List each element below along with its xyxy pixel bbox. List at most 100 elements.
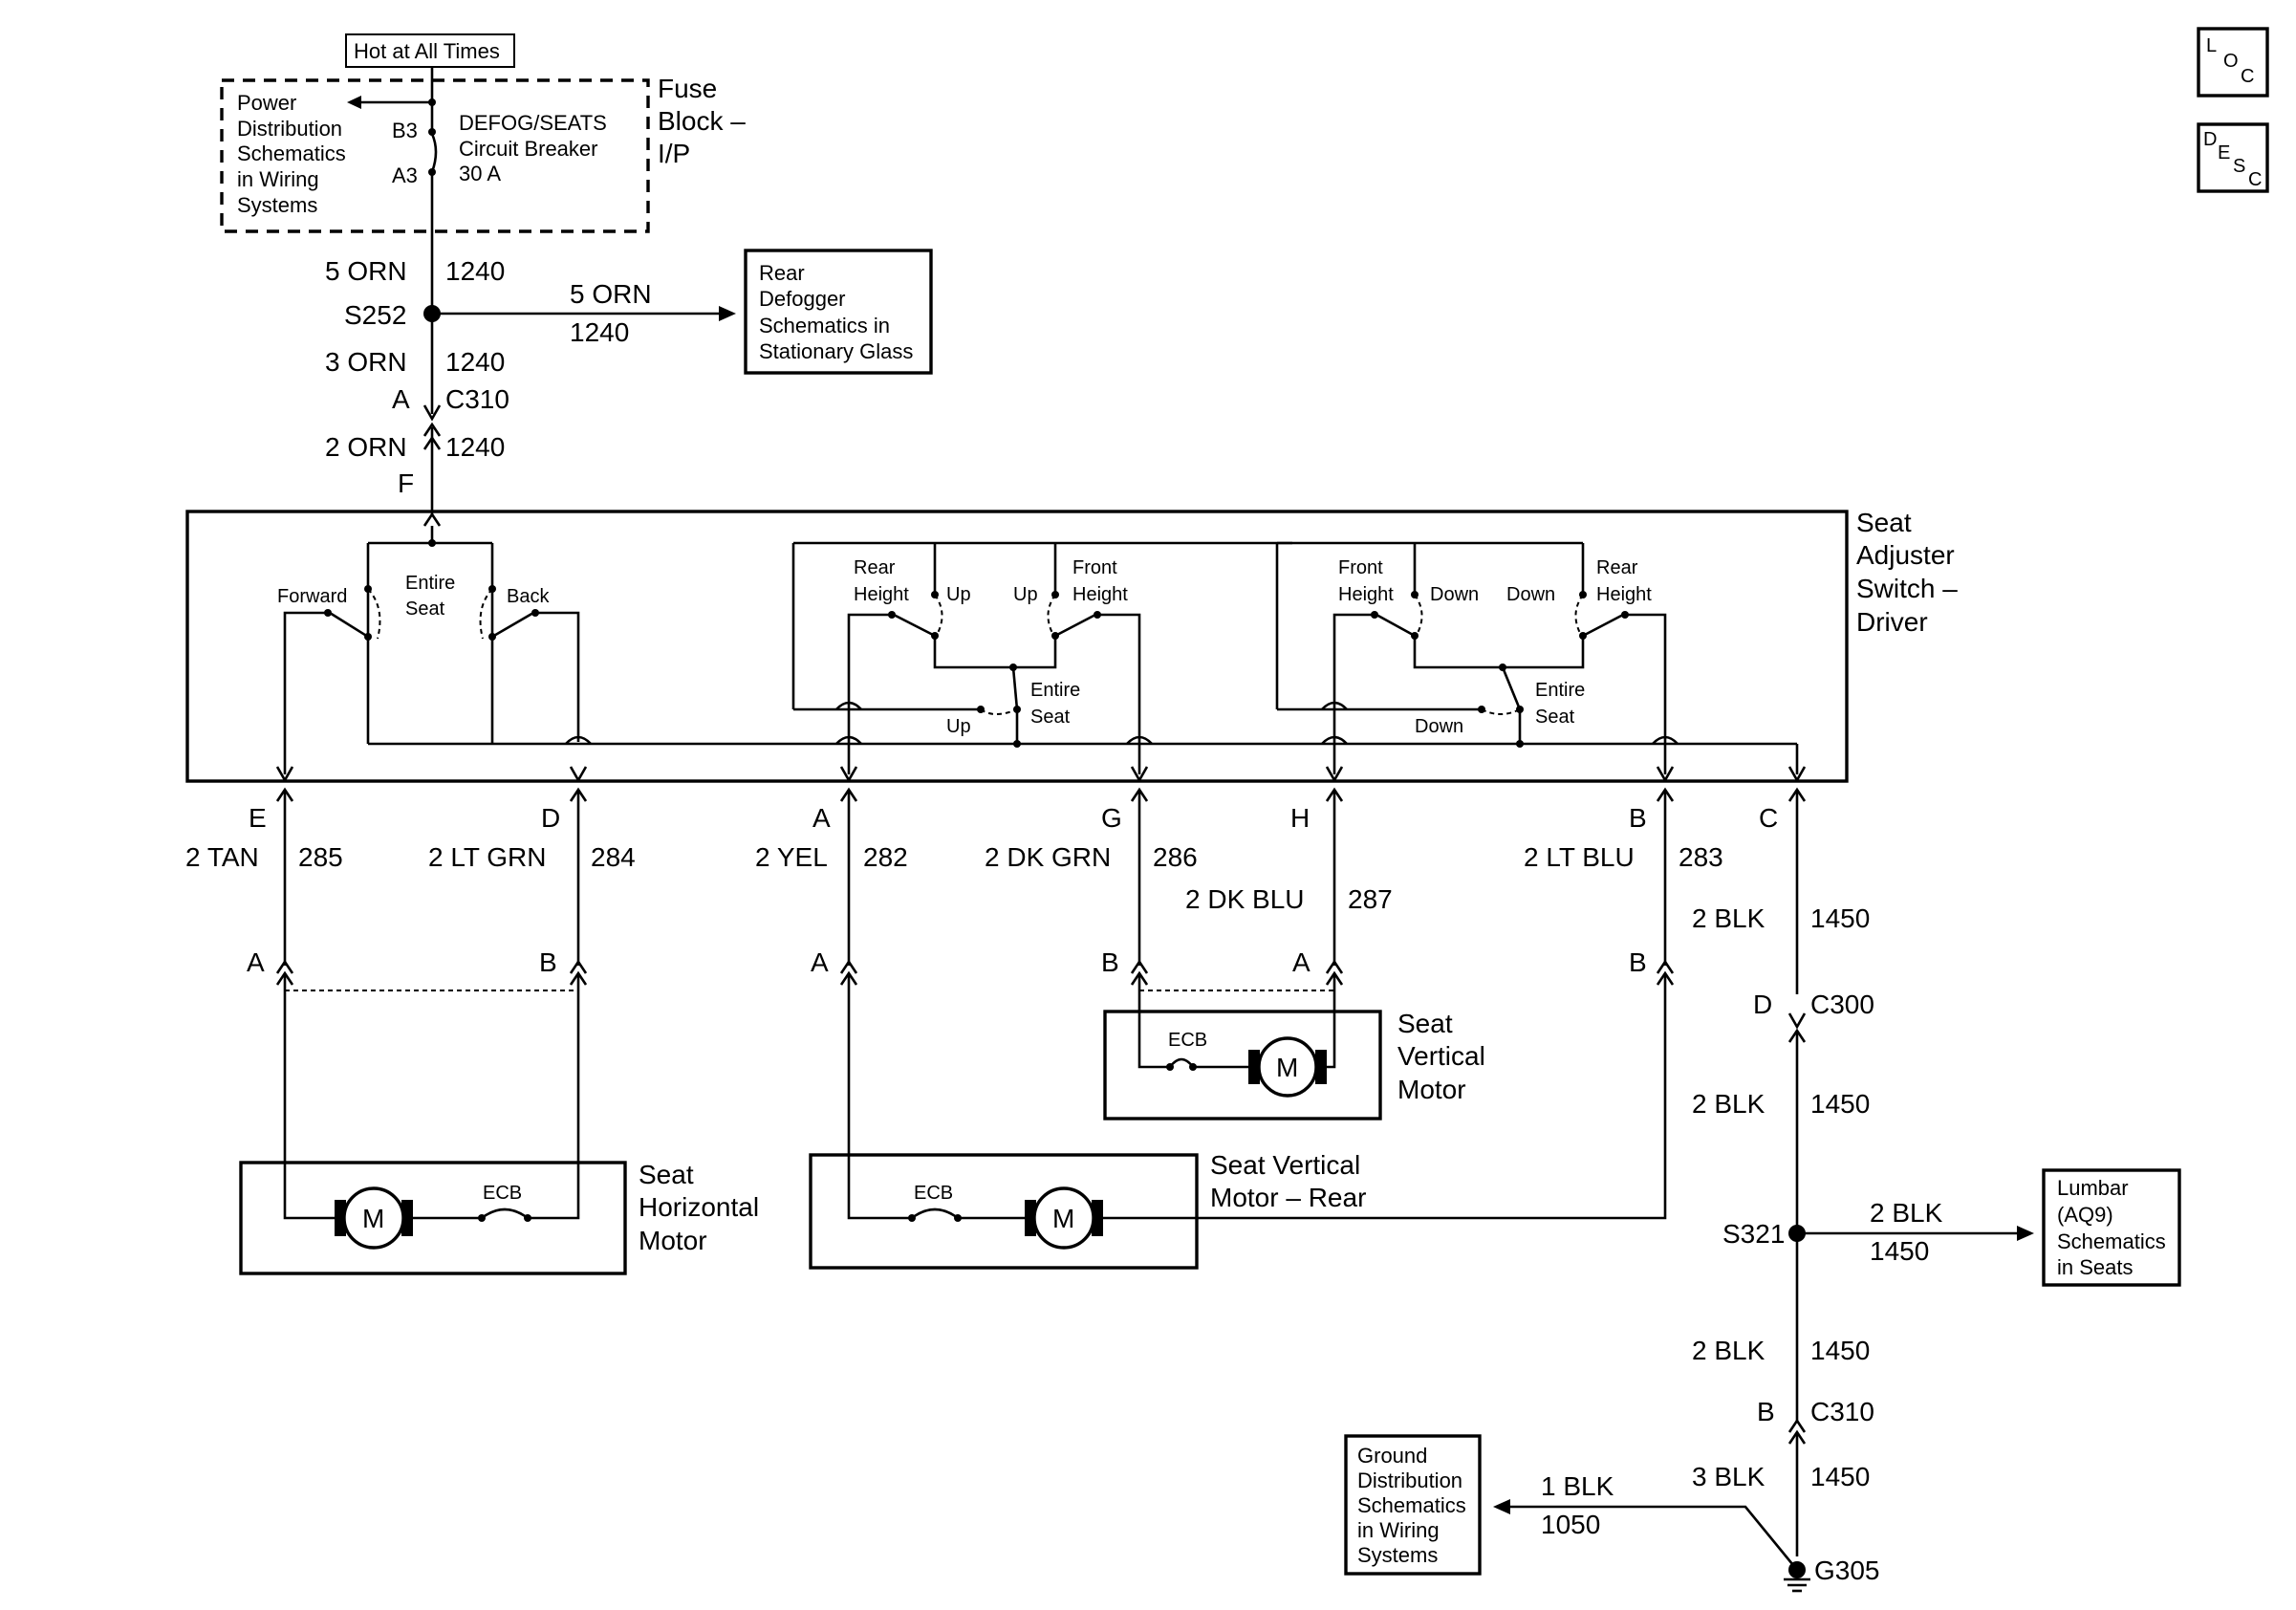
motor-icon <box>1257 1036 1318 1098</box>
svg-text:M: M <box>362 1204 384 1233</box>
svg-text:1050: 1050 <box>1541 1510 1600 1539</box>
svg-text:A: A <box>392 384 410 414</box>
svg-text:Seat: Seat <box>1535 707 1575 728</box>
svg-text:Front: Front <box>1072 557 1117 578</box>
svg-text:O: O <box>2223 51 2239 72</box>
svg-text:G305: G305 <box>1814 1556 1880 1585</box>
svg-text:2 LT GRN: 2 LT GRN <box>428 842 546 872</box>
svg-text:F: F <box>398 468 414 498</box>
svg-text:283: 283 <box>1679 842 1723 872</box>
svg-text:D: D <box>1753 990 1772 1019</box>
svg-text:Rear: Rear <box>1596 557 1638 578</box>
rear-defogger-ref[interactable]: Rear Defogger Schematics in Stationary G… <box>744 249 933 375</box>
svg-text:M: M <box>1276 1053 1298 1082</box>
svg-text:2 YEL: 2 YEL <box>755 842 828 872</box>
harness-wires <box>275 787 1807 1556</box>
seat-vertical-motor: ECB M Seat Vertical Motor <box>1103 1009 1485 1120</box>
svg-text:M: M <box>1052 1204 1074 1233</box>
svg-text:E: E <box>249 803 267 833</box>
hot-at-all-times-label: Hot at All Times <box>345 33 515 68</box>
motor-icon <box>1032 1186 1095 1250</box>
svg-text:B: B <box>1629 947 1647 977</box>
svg-text:2 BLK: 2 BLK <box>1692 1089 1765 1119</box>
svg-text:B3: B3 <box>392 119 418 142</box>
svg-text:Seat Horizontal Mo: Seat Horizontal Motor <box>639 1160 767 1255</box>
svg-text:Height: Height <box>1596 584 1652 605</box>
svg-text:287: 287 <box>1348 884 1393 914</box>
svg-text:Height: Height <box>1072 584 1128 605</box>
svg-text:1240: 1240 <box>445 256 505 286</box>
svg-text:Ground Distribution: Ground Distribution Schematics in Wiring… <box>1357 1444 1472 1567</box>
svg-text:A: A <box>812 803 831 833</box>
svg-text:Height: Height <box>1338 584 1394 605</box>
svg-text:2 BLK: 2 BLK <box>1692 1336 1765 1365</box>
svg-text:Back: Back <box>507 586 550 607</box>
svg-text:Front: Front <box>1338 557 1383 578</box>
svg-text:2 ORN: 2 ORN <box>325 432 407 462</box>
svg-text:C: C <box>2248 169 2262 190</box>
svg-text:S: S <box>2233 156 2245 177</box>
svg-text:Lumbar (AQ9) Schem: Lumbar (AQ9) Schematics in Seats <box>2057 1176 2172 1279</box>
svg-text:Seat: Seat <box>1030 707 1071 728</box>
svg-text:B: B <box>1629 803 1647 833</box>
svg-text:2 LT BLU: 2 LT BLU <box>1524 842 1635 872</box>
svg-text:Seat Adjuster Swit: Seat Adjuster Switch – Driver <box>1856 508 1965 637</box>
svg-text:Height: Height <box>854 584 909 605</box>
svg-text:2 DK GRN: 2 DK GRN <box>985 842 1111 872</box>
svg-text:Seat: Seat <box>405 598 445 620</box>
svg-text:2 BLK: 2 BLK <box>1692 903 1765 933</box>
ground-distribution-ref[interactable]: Ground Distribution Schematics in Wiring… <box>1344 1434 1482 1576</box>
svg-text:Entire: Entire <box>1030 680 1080 701</box>
svg-text:1240: 1240 <box>445 347 505 377</box>
svg-text:Down: Down <box>1506 584 1555 605</box>
wire-crossings <box>565 701 1679 745</box>
svg-text:C310: C310 <box>1810 1397 1874 1426</box>
seat-adjuster-switch-driver: Seat Adjuster Switch – Driver Forward En… <box>185 508 1965 783</box>
svg-text:Up: Up <box>1013 584 1038 605</box>
svg-text:C300: C300 <box>1810 990 1874 1019</box>
svg-text:1450: 1450 <box>1870 1236 1929 1266</box>
svg-text:Up: Up <box>946 584 971 605</box>
svg-text:1450: 1450 <box>1810 1089 1870 1119</box>
svg-text:E: E <box>2218 142 2230 163</box>
ground-g305-icon <box>1784 1561 1810 1593</box>
svg-text:S252: S252 <box>344 300 406 330</box>
svg-text:5 ORN: 5 ORN <box>325 256 407 286</box>
svg-text:Down: Down <box>1415 716 1463 737</box>
svg-text:B: B <box>1101 947 1119 977</box>
svg-text:Forward: Forward <box>277 586 347 607</box>
svg-text:Seat Vertical Motor – Re: Seat Vertical Motor – Rear <box>1210 1150 1368 1212</box>
svg-text:Rear: Rear <box>854 557 896 578</box>
svg-text:284: 284 <box>591 842 636 872</box>
svg-text:2 DK BLU: 2 DK BLU <box>1185 884 1305 914</box>
svg-text:Entire: Entire <box>1535 680 1585 701</box>
loc-icon[interactable]: L O C <box>2197 27 2269 98</box>
svg-text:G: G <box>1101 803 1122 833</box>
lumbar-aq9-ref[interactable]: Lumbar (AQ9) Schematics in Seats <box>2042 1168 2181 1287</box>
svg-text:286: 286 <box>1153 842 1198 872</box>
svg-text:C: C <box>1759 803 1778 833</box>
svg-text:A3: A3 <box>392 163 418 187</box>
svg-text:B: B <box>539 947 557 977</box>
svg-text:A: A <box>247 947 265 977</box>
circuit-breaker-symbol <box>430 133 438 173</box>
power-distribution-ref[interactable]: Power Distribution Schematics in Wiring … <box>237 91 352 217</box>
svg-text:2 BLK: 2 BLK <box>1870 1198 1943 1228</box>
fuse-block-ip: Power Distribution Schematics in Wiring … <box>220 74 746 233</box>
svg-text:Hot at All Times: Hot at All Times <box>354 39 500 63</box>
svg-text:1450: 1450 <box>1810 1462 1870 1491</box>
svg-text:Down: Down <box>1430 584 1479 605</box>
svg-text:C: C <box>2241 66 2254 87</box>
switch-output-terminals <box>275 766 1807 783</box>
svg-text:S321: S321 <box>1722 1219 1785 1249</box>
svg-text:1450: 1450 <box>1810 1336 1870 1365</box>
circuit-breaker-label: DEFOG/SEATS Circuit Breaker 30 A <box>459 111 613 185</box>
svg-text:H: H <box>1290 803 1310 833</box>
svg-text:Rear Defogger Sche: Rear Defogger Schematics in Stationary G… <box>759 261 913 363</box>
desc-icon[interactable]: D E S C <box>2197 122 2269 193</box>
svg-text:3 BLK: 3 BLK <box>1692 1462 1765 1491</box>
svg-text:282: 282 <box>863 842 908 872</box>
svg-text:A: A <box>1292 947 1310 977</box>
svg-text:285: 285 <box>298 842 343 872</box>
